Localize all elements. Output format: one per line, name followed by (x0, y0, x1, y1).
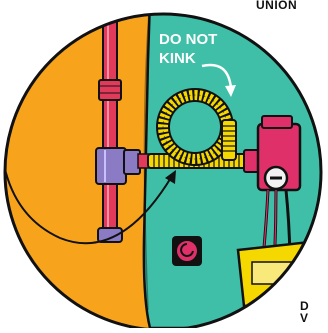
do-not-kink-label-line2: KINK (159, 50, 196, 67)
valve-label-fragment-line2: V (300, 312, 309, 324)
valve-label-fragment: D V (300, 300, 309, 324)
union-label: UNION (256, 0, 297, 11)
do-not-kink-label-line1: DO NOT (159, 31, 217, 48)
thermostat-knob-icon (172, 236, 202, 266)
